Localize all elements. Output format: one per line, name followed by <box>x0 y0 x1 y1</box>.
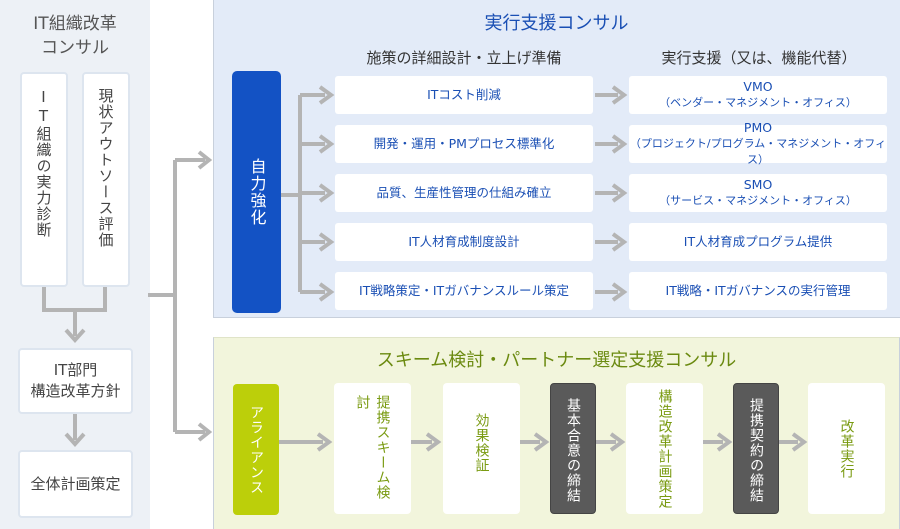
support-box-governance: IT戦略・ITガバナンスの実行管理 <box>629 272 887 310</box>
step-label: 構造改革計画策定 <box>656 389 673 509</box>
support-box-pmo: PMO （プロジェクト/プログラム・マネジメント・オフィス） <box>629 120 887 166</box>
step-reform-plan: 構造改革計画策定 <box>626 383 703 514</box>
arrow-head-to-partner <box>197 422 213 442</box>
branch-connector <box>148 158 205 434</box>
step-alliance-contract: 提携契約の締結 <box>733 383 779 514</box>
support-label: IT人材育成プログラム提供 <box>683 234 833 249</box>
step-effect-verification: 効果検証 <box>443 383 520 514</box>
support-label: PMO <box>743 120 773 135</box>
step-label: 提携契約の締結 <box>748 398 764 503</box>
title-line-1: IT組織改革 <box>33 14 117 34</box>
step-alliance: アライアンス <box>233 384 279 515</box>
step-label: 提携スキーム検討 <box>354 395 391 500</box>
step-label: アライアンス <box>248 404 264 495</box>
support-sublabel: （プロジェクト/プログラム・マネジメント・オフィス） <box>629 137 887 166</box>
step-label: 改革実行 <box>838 418 855 479</box>
support-label: IT戦略・ITガバナンスの実行管理 <box>665 283 851 298</box>
design-column-header: 施策の詳細設計・立上げ準備 <box>366 49 562 67</box>
design-label: IT戦略策定・ITガバナンスルール策定 <box>359 283 569 298</box>
overall-plan-box: 全体計画策定 <box>18 450 133 518</box>
support-label: VMO <box>743 79 773 94</box>
execution-support-title: 実行支援コンサル <box>484 13 629 34</box>
arrow-head-to-execution <box>197 150 213 170</box>
design-box-cost: ITコスト削減 <box>335 76 593 114</box>
capability-diagnosis-label: IT組織の実力診断 <box>34 88 53 238</box>
design-box-hr: IT人材育成制度設計 <box>335 223 593 261</box>
self-strengthening-label: 自力強化 <box>247 158 267 226</box>
structural-reform-policy-box: IT部門 構造改革方針 <box>18 348 133 414</box>
self-strengthening-bar: 自力強化 <box>232 71 281 313</box>
it-org-reform-title: IT組織改革 コンサル <box>0 12 150 60</box>
partner-selection-title: スキーム検討・パートナー選定支援コンサル <box>376 350 737 371</box>
support-box-vmo: VMO （ベンダー・マネジメント・オフィス） <box>629 76 887 114</box>
policy-line-1: IT部門 <box>53 361 98 379</box>
step-label: 基本合意の締結 <box>565 398 581 503</box>
support-box-smo: SMO （サービス・マネジメント・オフィス） <box>629 174 887 212</box>
design-label: ITコスト削減 <box>427 87 501 102</box>
support-box-hr-program: IT人材育成プログラム提供 <box>629 223 887 261</box>
support-sublabel: （サービス・マネジメント・オフィス） <box>659 194 857 207</box>
step-basic-agreement: 基本合意の締結 <box>550 383 596 514</box>
support-sublabel: （ベンダー・マネジメント・オフィス） <box>659 96 857 109</box>
design-label: 品質、生産性管理の仕組み確立 <box>376 185 552 200</box>
policy-line-2: 構造改革方針 <box>30 382 121 400</box>
design-box-quality: 品質、生産性管理の仕組み確立 <box>335 174 593 212</box>
capability-diagnosis-box: IT組織の実力診断 <box>20 72 68 287</box>
step-scheme-study: 提携スキーム検討 <box>334 383 411 514</box>
design-label: 開発・運用・PMプロセス標準化 <box>373 136 555 151</box>
support-column-header: 実行支援（又は、機能代替） <box>661 49 857 67</box>
support-label: SMO <box>743 177 773 192</box>
outsource-evaluation-label: 現状アウトソース評価 <box>96 88 115 248</box>
step-label: 効果検証 <box>473 413 490 473</box>
design-label: IT人材育成制度設計 <box>408 234 520 249</box>
step-reform-execution: 改革実行 <box>808 383 885 514</box>
outsource-evaluation-box: 現状アウトソース評価 <box>82 72 130 287</box>
title-line-2: コンサル <box>41 38 109 58</box>
design-box-strategy: IT戦略策定・ITガバナンスルール策定 <box>335 272 593 310</box>
design-box-process: 開発・運用・PMプロセス標準化 <box>335 125 593 163</box>
overall-plan-label: 全体計画策定 <box>30 474 121 493</box>
